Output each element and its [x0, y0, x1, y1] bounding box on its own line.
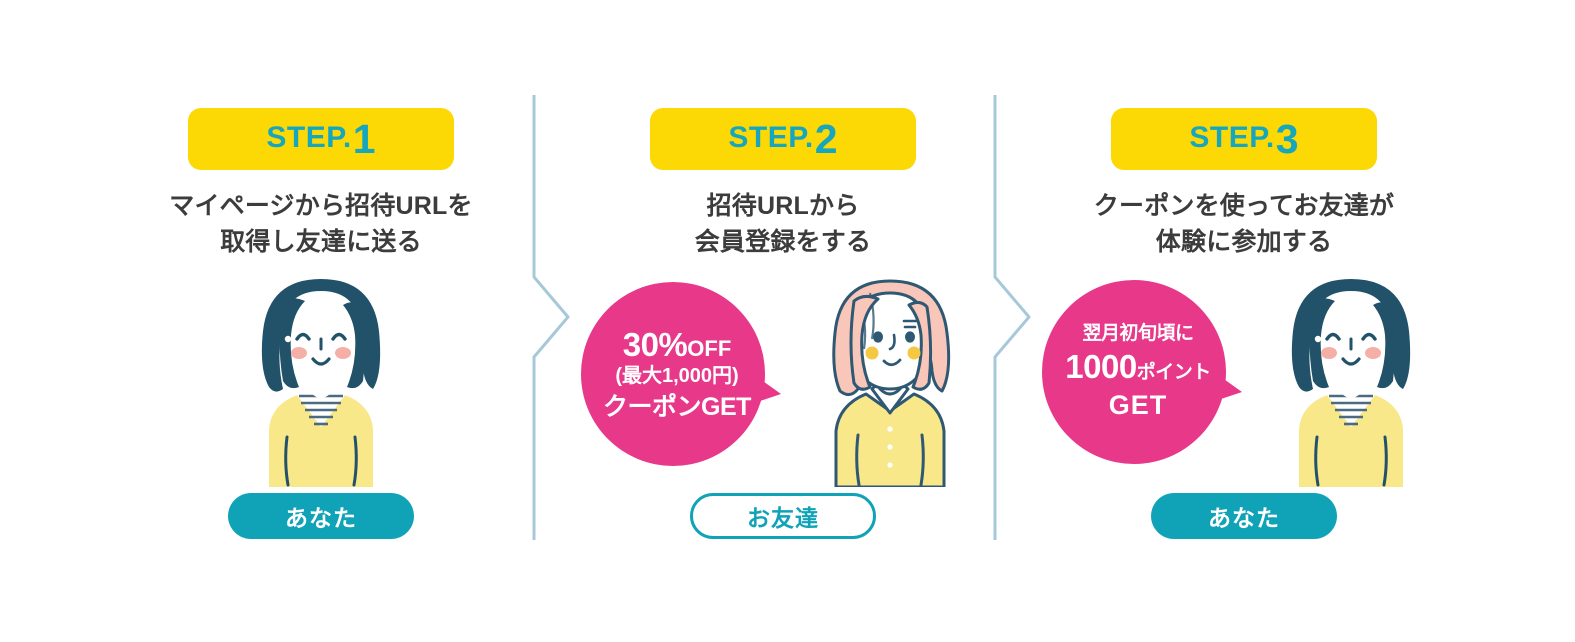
role-pill-1: あなた: [228, 493, 414, 539]
character-illustration-2: [810, 277, 970, 489]
step-heading-line2-1: 取得し友達に送る: [220, 228, 422, 257]
points-get-label: GET: [1108, 390, 1168, 421]
character-illustration-1: [241, 277, 401, 487]
step-heading-2: 招待URLから 会員登録をする: [553, 188, 1013, 261]
points-timing-label: 翌月初旬頃に: [1082, 323, 1194, 345]
role-pill-3: あなた: [1151, 493, 1337, 539]
coupon-speech-bubble: 30%OFF (最大1,000円) クーポンGET: [581, 282, 781, 467]
step-heading-3: クーポンを使ってお友達が 体験に参加する: [1014, 188, 1474, 261]
points-amount-line: 1000ポイント: [1065, 348, 1212, 386]
points-amount-unit: ポイント: [1136, 362, 1212, 384]
step-badge-number-2: 2: [814, 115, 838, 162]
points-bubble-text: 翌月初旬頃に 1000ポイント GET: [1042, 280, 1242, 465]
step-badge-3: STEP.3: [1111, 108, 1377, 170]
coupon-discount-value: 30%: [622, 325, 688, 363]
step-column-1: STEP.1 マイページから招待URLを 取得し友達に送る: [91, 0, 551, 642]
step-badge-2: STEP.2: [650, 108, 916, 170]
step-heading-line1-3: クーポンを使ってお友達が: [1093, 192, 1395, 220]
points-speech-bubble: 翌月初旬頃に 1000ポイント GET: [1042, 280, 1242, 465]
role-pill-label-2: お友達: [747, 505, 819, 531]
step-heading-line2-2: 会員登録をする: [694, 228, 872, 257]
role-pill-2: お友達: [690, 493, 876, 539]
step-badge-number-3: 3: [1275, 115, 1299, 162]
step-badge-1: STEP.1: [188, 108, 454, 170]
role-pill-label-3: あなた: [1208, 505, 1280, 531]
coupon-discount-unit: OFF: [687, 335, 732, 361]
step-column-3: STEP.3 クーポンを使ってお友達が 体験に参加する 翌月初旬頃に 1000ポ…: [1014, 0, 1474, 642]
points-amount-value: 1000: [1065, 348, 1137, 386]
step-divider-chevron-1: [513, 93, 573, 542]
step-heading-line1-2: 招待URLから: [706, 192, 860, 220]
step-badge-label-1: STEP.: [266, 121, 352, 154]
step-heading-line1-1: マイページから招待URLを: [169, 192, 473, 220]
step-column-2: STEP.2 招待URLから 会員登録をする 30%OFF (最大1,000円)…: [553, 0, 1013, 642]
step-divider-chevron-2: [974, 93, 1034, 542]
step-badge-label-2: STEP.: [728, 121, 814, 154]
character-illustration-3: [1271, 277, 1431, 487]
coupon-get-label: クーポンGET: [603, 392, 751, 421]
role-pill-label-1: あなた: [285, 505, 357, 531]
step-heading-1: マイページから招待URLを 取得し友達に送る: [91, 188, 551, 261]
step-badge-number-1: 1: [352, 115, 376, 162]
coupon-max-amount: (最大1,000円): [615, 364, 739, 387]
coupon-discount-line: 30%OFF: [623, 328, 732, 361]
step-heading-line2-3: 体験に参加する: [1155, 228, 1333, 257]
step-badge-label-3: STEP.: [1189, 121, 1275, 154]
coupon-bubble-text: 30%OFF (最大1,000円) クーポンGET: [581, 282, 781, 467]
